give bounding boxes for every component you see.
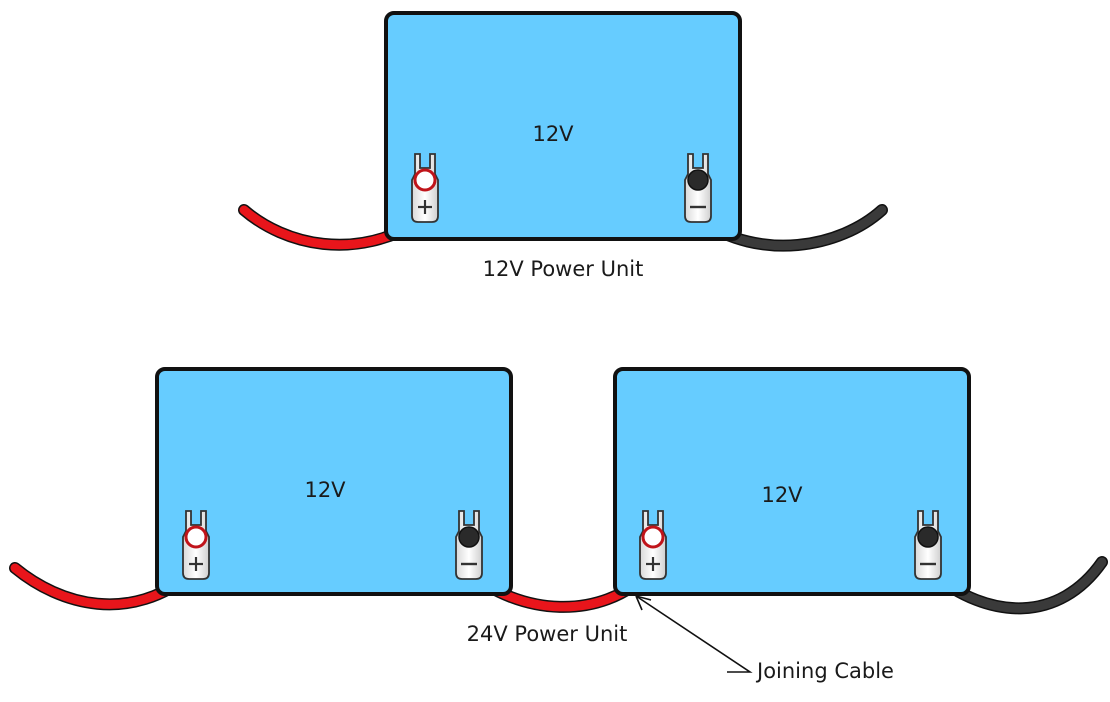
joining-cable-label: Joining Cable [755, 659, 894, 683]
callout-arrowhead-icon [635, 595, 652, 611]
bottom-unit-caption: 24V Power Unit [467, 622, 628, 646]
top-negative-terminal [684, 153, 712, 223]
callout-leader-line [635, 595, 753, 673]
bottom-right-positive-terminal [639, 510, 667, 580]
bottom-left-battery-voltage-label: 12V [304, 478, 346, 502]
top-positive-plus-icon [418, 200, 432, 214]
bottom-power-unit: 12V 12V [9, 367, 1108, 683]
bottom-right-plus-icon [646, 557, 660, 571]
bottom-right-battery-voltage-label: 12V [761, 483, 803, 507]
top-power-unit: 12V 12V Power Unit [238, 11, 888, 281]
bottom-left-plus-icon [189, 557, 203, 571]
top-battery-voltage-label: 12V [532, 122, 574, 146]
bottom-left-negative-terminal [455, 510, 483, 580]
joining-cable-callout: Joining Cable [635, 595, 894, 683]
bottom-left-positive-terminal [182, 510, 210, 580]
bottom-right-battery-body [613, 367, 971, 596]
bottom-left-battery-body [155, 367, 513, 596]
top-positive-terminal [411, 153, 439, 223]
top-battery-body [384, 11, 742, 241]
bottom-right-negative-terminal [914, 510, 942, 580]
top-unit-caption: 12V Power Unit [483, 257, 644, 281]
